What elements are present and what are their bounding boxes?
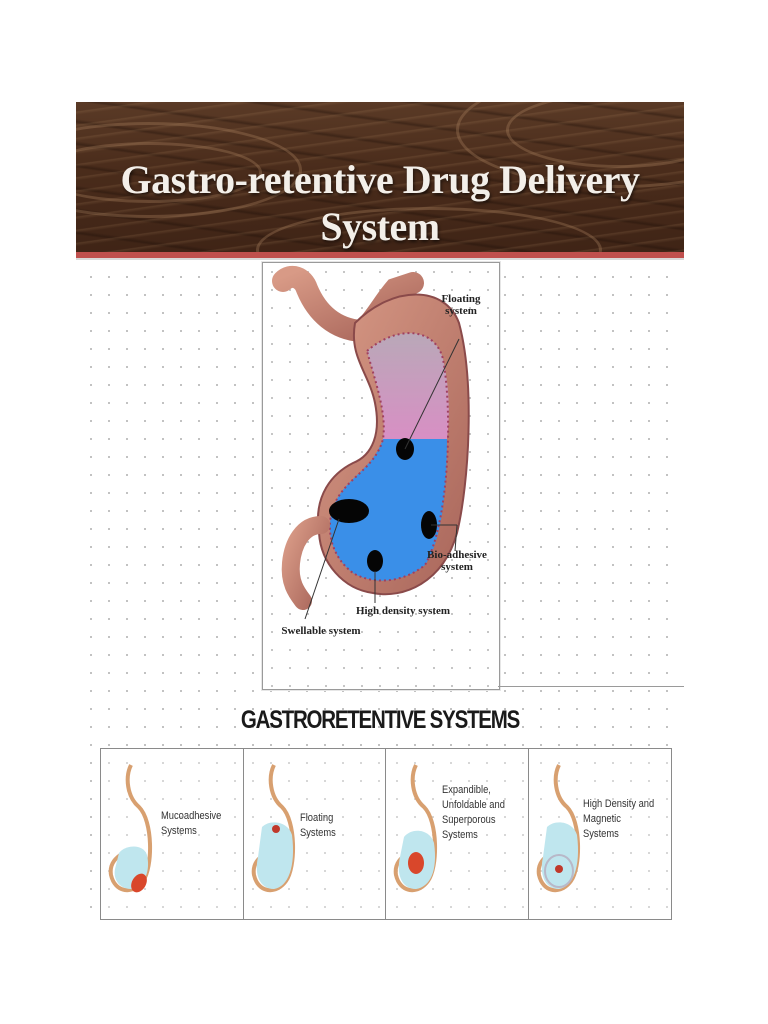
panel-label-high-density: High Density and Magnetic Systems [582, 798, 654, 840]
stomach-illustration [272, 265, 470, 620]
stomach-icon [251, 764, 295, 892]
label-bioadhesive-system: Bio-adhesive system [427, 549, 487, 574]
slide-title: Gastro-retentive Drug Delivery System [120, 157, 640, 249]
divider-line [498, 686, 684, 687]
label-high-density-system: High density system [355, 605, 451, 617]
label-swellable-system: Swellable system [281, 625, 361, 637]
systems-panels: Mucoadhesive Systems Floating Systems Ex… [100, 748, 672, 920]
systems-heading: GASTRORETENTIVE SYSTEMS [240, 706, 520, 734]
panel-label-floating: Floating Systems [299, 812, 336, 839]
stomach-icon [393, 764, 437, 892]
stomach-icon [536, 764, 580, 892]
stomach-icon [108, 764, 152, 893]
panel-high-density: High Density and Magnetic Systems [529, 749, 672, 919]
panel-mucoadhesive: Mucoadhesive Systems [101, 749, 244, 919]
title-banner: Gastro-retentive Drug Delivery System [76, 102, 684, 252]
title-accent-bar [76, 252, 684, 260]
panel-expandible: Expandible, Unfoldable and Superporous S… [386, 749, 529, 919]
slide: Gastro-retentive Drug Delivery System [76, 102, 684, 920]
panel-label-mucoadhesive: Mucoadhesive Systems [161, 810, 222, 837]
label-floating-system: Floating system [441, 293, 481, 318]
stomach-diagram: Floating system Bio-adhesive system High… [262, 262, 500, 690]
panel-label-expandible: Expandible, Unfoldable and Superporous S… [442, 784, 505, 841]
panel-floating: Floating Systems [244, 749, 386, 919]
